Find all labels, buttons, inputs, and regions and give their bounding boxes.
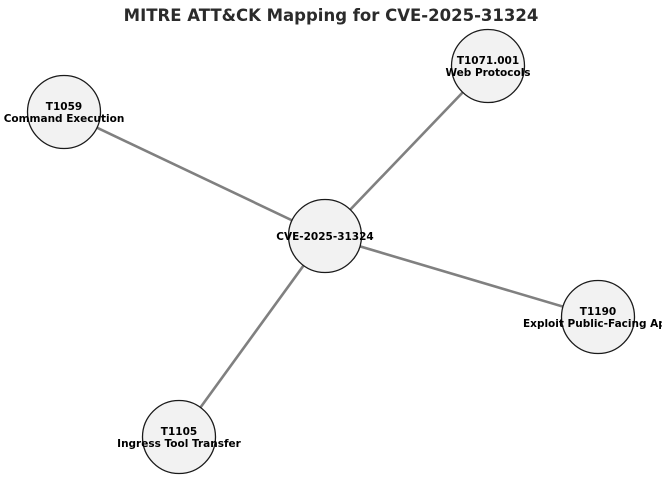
node-t1071-001-circle bbox=[450, 28, 526, 104]
edges-layer bbox=[63, 65, 599, 438]
node-t1190[interactable]: T1190 Exploit Public-Facing Application bbox=[523, 279, 662, 355]
edge-cve-t1105 bbox=[177, 235, 327, 438]
node-t1105-id: T1105 bbox=[161, 426, 197, 438]
node-t1059[interactable]: T1059 Command Execution bbox=[4, 74, 125, 150]
node-t1190-id: T1190 bbox=[580, 306, 616, 318]
node-t1059-name: Command Execution bbox=[4, 113, 125, 125]
node-t1059-circle bbox=[26, 74, 102, 150]
node-t1059-id: T1059 bbox=[46, 101, 82, 113]
node-cve-circle bbox=[287, 198, 363, 274]
edge-cve-t1190 bbox=[324, 234, 599, 319]
node-t1190-name: Exploit Public-Facing Application bbox=[523, 318, 662, 330]
node-cve-label: CVE-2025-31324 bbox=[276, 231, 373, 243]
node-t1190-circle bbox=[560, 279, 636, 355]
edge-cve-t1071-001 bbox=[324, 65, 489, 237]
node-t1105[interactable]: T1105 Ingress Tool Transfer bbox=[117, 399, 242, 475]
node-t1071-001[interactable]: T1071.001 Web Protocols bbox=[445, 28, 531, 104]
node-t1071-001-name: Web Protocols bbox=[445, 67, 530, 79]
node-cve[interactable]: CVE-2025-31324 bbox=[276, 198, 374, 274]
node-t1071-001-id: T1071.001 bbox=[457, 55, 519, 67]
diagram-title: MITRE ATT&CK Mapping for CVE-2025-31324 bbox=[124, 6, 539, 25]
edge-cve-t1059 bbox=[63, 110, 326, 238]
node-t1105-circle bbox=[141, 399, 217, 475]
node-t1105-name: Ingress Tool Transfer bbox=[117, 438, 241, 450]
